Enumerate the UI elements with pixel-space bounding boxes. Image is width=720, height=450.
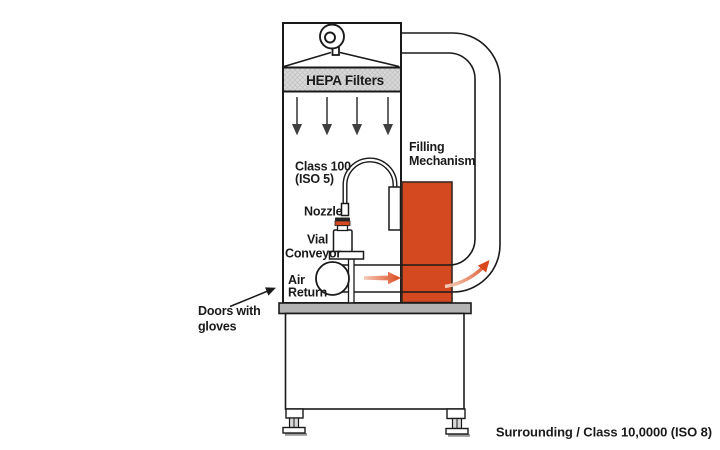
hepa-bar-border (282, 66, 402, 93)
ring-hole-icon (324, 31, 336, 44)
hepa-bar-hatch (283, 67, 401, 92)
lifting-ring-assembly (283, 23, 400, 68)
surrounding-class-label: Surrounding / Class 10,0000 (ISO 8) (496, 425, 712, 440)
foot-shadow (448, 434, 470, 437)
duct-outer-wall (336, 32, 501, 293)
nozzle-mount-bracket (388, 186, 402, 231)
table-top (278, 302, 472, 315)
vial-cap-band (334, 220, 351, 226)
work-table (278, 302, 472, 437)
nozzle-tube (340, 157, 402, 231)
table-body (284, 312, 465, 410)
air-return-up-arrow (444, 260, 490, 289)
foot-pad (445, 427, 469, 435)
nozzle-tip (340, 202, 350, 217)
filling-mechanism-label-line2: Mechanism (409, 154, 475, 168)
air-return-duct (336, 32, 501, 293)
class100-label-line2: (ISO 5) (295, 172, 334, 186)
duct-inner-wall (336, 52, 476, 266)
vial-cap-top (335, 217, 350, 221)
tube-bore (343, 158, 397, 206)
table-foot-left (282, 408, 307, 436)
foot-pad (282, 426, 306, 434)
vial-neck (336, 224, 349, 232)
hepa-filter-bar: HEPA Filters (282, 66, 402, 93)
laminar-airflow-arrows (291, 97, 394, 136)
air-return-flow-arrow (364, 271, 401, 285)
hepa-filters-label: HEPA Filters (306, 73, 384, 88)
doors-callout-arrow (229, 287, 276, 308)
conveyor-roller (315, 261, 350, 296)
doors-label-line2: gloves (198, 320, 237, 334)
hanger-lines (283, 51, 400, 68)
foot-shadow (285, 433, 307, 436)
table-foot-right (445, 408, 470, 437)
class100-label-line1: Class 100 (295, 160, 351, 174)
air-return-label-line2: Return (288, 286, 327, 300)
conveyor-platform (328, 250, 365, 260)
filling-mechanism-block (401, 181, 453, 304)
air-return-label-line1: Air (288, 273, 305, 287)
vial (332, 217, 353, 253)
vial-label: Vial (307, 233, 328, 247)
conveyor-label: Conveyor (285, 247, 341, 261)
nozzle-label: Nozzle (304, 205, 343, 219)
filling-mechanism-label-line1: Filling (409, 140, 444, 154)
doors-label-line1: Doors with (198, 304, 261, 318)
